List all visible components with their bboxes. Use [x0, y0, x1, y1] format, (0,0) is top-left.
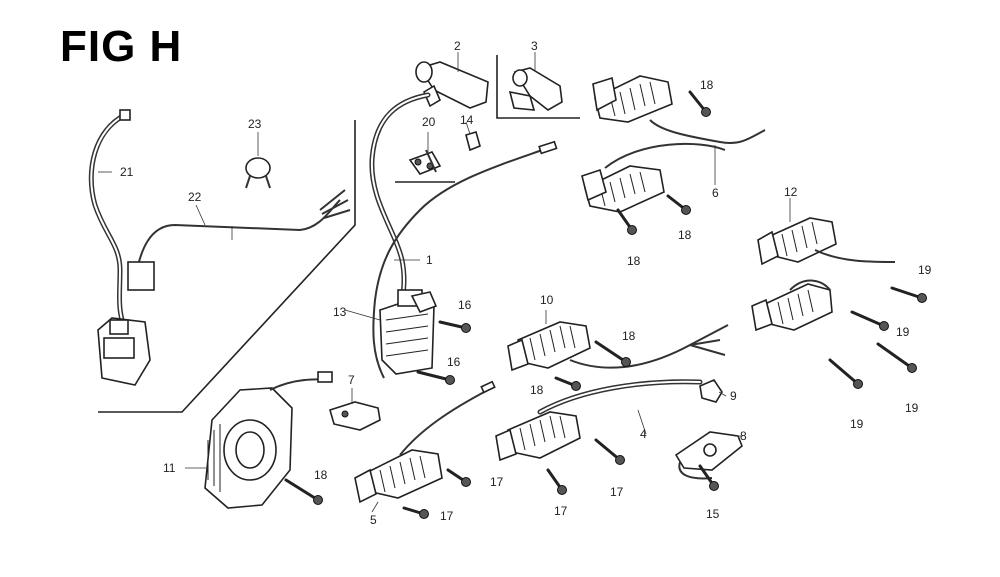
callout-label-18f: 18	[314, 468, 328, 482]
callout-label-16a: 16	[458, 298, 472, 312]
bolt-12	[698, 464, 719, 491]
callout-label-19c: 19	[850, 417, 864, 431]
section-divider-left	[98, 120, 356, 413]
wire-harness-21	[88, 109, 151, 386]
callout-label-19b: 19	[896, 325, 910, 339]
callout-label-21: 21	[120, 165, 134, 179]
callout-label-18a: 18	[700, 78, 714, 92]
callout-label-17c: 17	[554, 504, 568, 518]
callout-label-6: 6	[712, 186, 719, 200]
exciter-coil-12	[751, 217, 896, 332]
coil-10	[507, 321, 729, 372]
callout-label-3: 3	[531, 39, 538, 53]
bolt-16	[876, 342, 917, 373]
callout-label-17b: 17	[440, 509, 454, 523]
callout-label-16b: 16	[447, 355, 461, 369]
spark-plug-cap-2	[415, 61, 489, 109]
bolt-9	[402, 506, 429, 519]
bolt-13	[284, 478, 323, 505]
bolt-6	[438, 320, 471, 333]
small-clamp-14	[465, 131, 481, 152]
ignition-coil-1	[369, 92, 558, 379]
clip-hardware-20	[408, 149, 442, 175]
callout-label-10: 10	[540, 293, 554, 307]
callout-label-23: 23	[248, 117, 262, 131]
callout-label-7: 7	[348, 373, 355, 387]
bolt-4	[594, 340, 631, 367]
callout-label-15: 15	[706, 507, 720, 521]
bolt-1	[688, 90, 711, 117]
bolt-3	[616, 208, 637, 235]
grommet-9	[699, 379, 723, 403]
callout-label-17d: 17	[610, 485, 624, 499]
hose-clip-23	[245, 157, 271, 189]
wire-lead-22	[127, 189, 351, 291]
callout-label-12: 12	[784, 185, 798, 199]
bolt-11	[594, 438, 625, 465]
callout-leads	[98, 52, 791, 513]
bolt-8	[446, 468, 471, 487]
callout-label-19d: 19	[905, 401, 919, 415]
callout-label-19a: 19	[918, 263, 932, 277]
bolt-5	[554, 376, 581, 391]
cover-plate-8	[674, 431, 743, 480]
section-divider-cap	[496, 55, 580, 119]
charge-coil-6	[581, 75, 766, 213]
callout-label-13: 13	[333, 305, 347, 319]
bolt-10	[546, 468, 567, 495]
callout-label-2: 2	[454, 39, 461, 53]
bolt-2	[666, 194, 691, 215]
callout-label-22: 22	[188, 190, 202, 204]
bolt-7	[416, 370, 455, 385]
stator-11	[204, 371, 333, 509]
bolt-15	[850, 310, 889, 331]
callout-label-8: 8	[740, 429, 747, 443]
callout-label-4: 4	[640, 427, 647, 441]
callout-label-20: 20	[422, 115, 436, 129]
callout-label-14: 14	[460, 113, 474, 127]
coil-5	[354, 380, 496, 504]
callout-label-18b: 18	[678, 228, 692, 242]
callout-label-18e: 18	[530, 383, 544, 397]
bolts	[284, 90, 927, 519]
coil-4	[495, 379, 703, 462]
callout-label-17a: 17	[490, 475, 504, 489]
callout-label-9: 9	[730, 389, 737, 403]
callout-label-11: 11	[163, 461, 176, 475]
callout-label-5: 5	[370, 513, 377, 527]
figure-title: FIG H	[60, 22, 183, 71]
bolt-14	[890, 286, 927, 303]
callout-label-1: 1	[426, 253, 433, 267]
bolt-17	[828, 358, 863, 389]
callout-label-18c: 18	[627, 254, 641, 268]
bracket-7	[329, 401, 381, 431]
plug-cap-elbow-3	[508, 67, 563, 111]
callout-label-18d: 18	[622, 329, 636, 343]
